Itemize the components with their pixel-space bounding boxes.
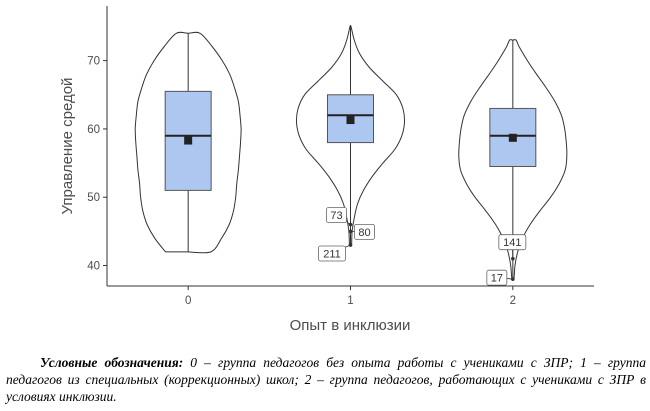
violin-chart: 73 80 211 141 17 40 50 60 70 0 1 2 Опыт в инклюзии… [59,6,594,334]
figure-caption: Условные обозначения: 0 – группа педагог… [6,354,646,405]
outlier-label-box [326,207,347,223]
y-tick-label: 70 [87,56,100,68]
outlier-label-box [486,269,508,286]
outlier-label-box [498,234,527,251]
y-tick-label: 60 [87,124,100,136]
outlier-label-box [318,245,346,262]
y-axis-label: Управление средой [59,78,76,215]
x-tick-label: 1 [347,295,353,307]
y-tick-label: 50 [87,192,100,204]
outlier-label: 17 [491,273,503,285]
x-tick-label: 0 [185,295,191,307]
outlier-label: 141 [503,237,521,249]
axis-ticks: 40 50 60 70 0 1 2 [87,56,516,307]
violin-shape [295,24,406,247]
x-tick-label: 2 [510,295,516,307]
outlier-label-box [354,223,375,240]
x-axis-label: Опыт в инклюзии [290,317,411,334]
caption-text: 0 – группа педагогов без опыта работы с … [6,355,646,404]
y-tick-label: 40 [87,261,100,273]
violin-shape [134,31,242,254]
violin-shape [458,39,568,281]
outlier-label: 211 [323,249,341,261]
mean-marker [508,133,517,142]
outlier-point [511,277,515,281]
mean-marker [184,136,193,145]
caption-heading: Условные обозначения: [40,355,184,370]
mean-marker [346,116,355,125]
outlier-label: 80 [358,227,370,239]
plot-area: 73 80 211 141 17 [134,24,568,286]
outlier-label: 73 [330,210,342,222]
